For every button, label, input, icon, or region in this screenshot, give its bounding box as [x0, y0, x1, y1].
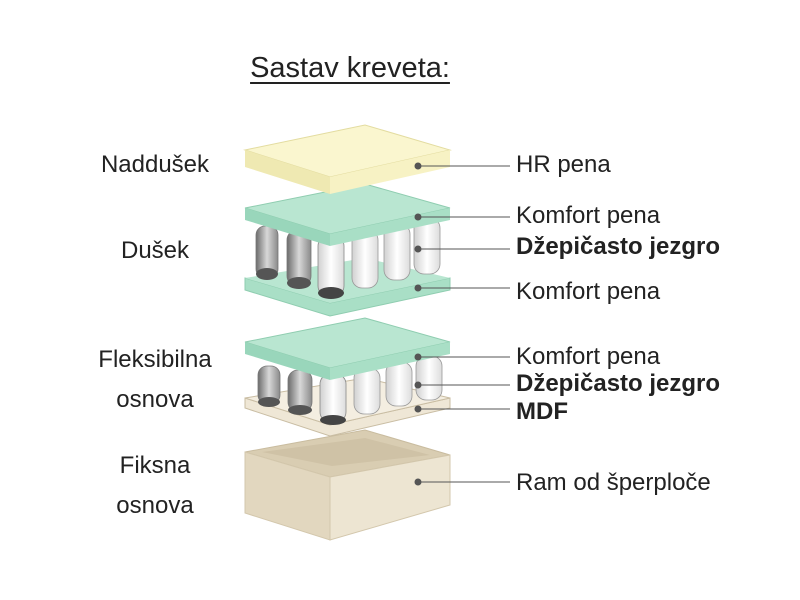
spring: [317, 235, 345, 299]
flexible-base-comfort-foam: [244, 317, 451, 380]
group-label-fixed-base: Fiksna osnova: [70, 446, 240, 526]
leader-comfort-foam-3: [414, 353, 510, 361]
group-label-topper: Naddušek: [70, 145, 240, 185]
spring: [287, 369, 313, 415]
spring: [385, 361, 413, 407]
leader-plywood-frame: [414, 478, 510, 486]
group-label-mattress-text: Dušek: [120, 237, 190, 264]
leader-comfort-foam-2: [414, 284, 510, 292]
group-label-flexible-base-line1: Fleksibilna: [98, 346, 212, 373]
leader-pocket-core-2: [414, 381, 510, 389]
leader-comfort-foam-1: [414, 213, 510, 221]
layer-label-comfort-foam-2: Komfort pena: [516, 278, 661, 305]
leader-lines: [414, 162, 510, 486]
plywood-frame: [244, 429, 451, 541]
layer-label-pocket-core-1: Džepičasto jezgro: [516, 233, 721, 260]
leader-mdf: [414, 405, 510, 413]
leader-hr-foam: [414, 162, 510, 170]
layer-label-pocket-core-2: Džepičasto jezgro: [516, 370, 721, 397]
group-label-topper-text: Naddušek: [100, 151, 210, 178]
spring: [415, 355, 443, 401]
flexible-base-pocket-springs: [257, 355, 443, 425]
group-label-fixed-base-line2: osnova: [116, 492, 194, 519]
layer-label-comfort-foam-3: Komfort pena: [516, 343, 661, 370]
spring: [353, 367, 381, 415]
spring: [257, 365, 281, 407]
diagram-title: Sastav kreveta:: [250, 52, 450, 84]
spring: [255, 225, 279, 280]
group-label-mattress: Dušek: [70, 231, 240, 271]
spring: [319, 373, 347, 425]
leader-pocket-core-1: [414, 245, 510, 253]
mattress-pocket-springs: [255, 217, 441, 299]
layer-label-comfort-foam-1: Komfort pena: [516, 202, 661, 229]
layer-label-plywood-frame: Ram od šperploče: [516, 469, 711, 496]
layer-label-mdf: MDF: [516, 398, 568, 425]
layer-label-hr-foam: HR pena: [516, 151, 611, 178]
hr-foam-topper: [243, 124, 452, 194]
group-label-flexible-base: Fleksibilna osnova: [70, 340, 240, 420]
group-label-flexible-base-line2: osnova: [116, 386, 194, 413]
group-label-fixed-base-line1: Fiksna: [119, 452, 191, 479]
